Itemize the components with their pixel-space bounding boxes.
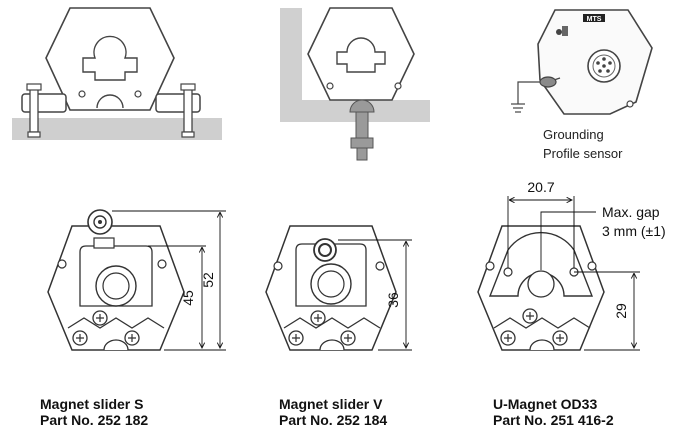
grounding-label: Grounding — [543, 127, 604, 142]
caption-u-magnet: U-Magnet OD33 Part No. 251 416-2 — [493, 396, 614, 428]
bolt-head — [349, 99, 375, 113]
caption-part-number: Part No. 252 184 — [279, 412, 388, 428]
max-gap-value: 3 mm (±1) — [602, 223, 666, 239]
caption-magnet-slider-s: Magnet slider S Part No. 252 182 — [40, 396, 148, 428]
dimension-52: 52 — [200, 272, 216, 288]
mounting-bracket-illustration — [280, 7, 430, 161]
grounding-wire — [517, 81, 540, 104]
caption-name: Magnet slider V — [279, 396, 383, 412]
bolt-nut — [350, 137, 374, 149]
caption-name: Magnet slider S — [40, 396, 144, 412]
profile-sensor-label: Profile sensor — [543, 146, 623, 161]
mounting-plate — [12, 118, 222, 140]
dimension-20-7: 20.7 — [527, 179, 554, 195]
mounting-clamp-illustration — [12, 7, 222, 140]
magnet-slider-v-drawing — [265, 225, 412, 351]
dimension-45: 45 — [180, 290, 196, 306]
mts-logo — [583, 14, 605, 22]
dimension-29: 29 — [613, 303, 629, 319]
dimension-36: 36 — [385, 292, 401, 308]
caption-name: U-Magnet OD33 — [493, 396, 598, 412]
caption-part-number: Part No. 252 182 — [40, 412, 149, 428]
grounding-lug — [539, 76, 557, 88]
right-clamp — [155, 93, 201, 113]
mts-logo-text: MTS — [587, 16, 602, 23]
profile-sensor-illustration: MTS — [511, 9, 653, 115]
left-clamp — [21, 93, 67, 113]
max-gap-label: Max. gap — [602, 204, 660, 220]
caption-part-number: Part No. 251 416-2 — [493, 412, 614, 428]
caption-magnet-slider-v: Magnet slider V Part No. 252 184 — [279, 396, 387, 428]
magnet-slider-s-drawing — [47, 209, 226, 351]
bolt-shaft — [355, 111, 369, 139]
angle-bracket — [280, 8, 430, 122]
u-magnet-drawing — [477, 196, 640, 351]
